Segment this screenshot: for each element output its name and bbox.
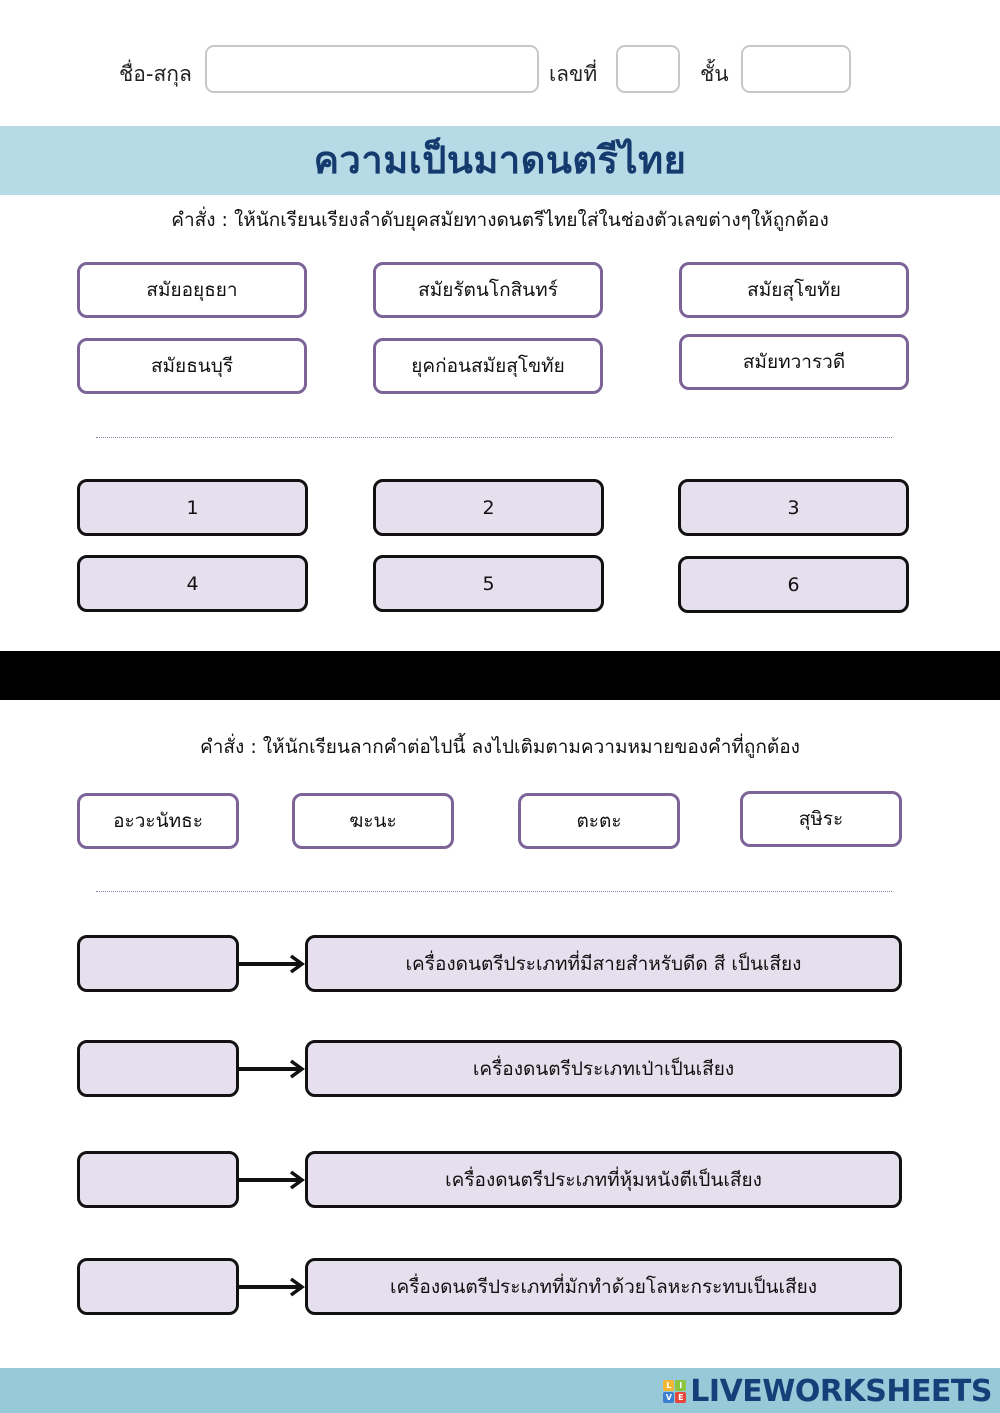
definition-box: เครื่องดนตรีประเภทที่หุ้มหนังตีเป็นเสียง <box>305 1151 902 1208</box>
order-drop-box[interactable]: 3 <box>678 479 909 536</box>
section2-divider <box>96 891 892 892</box>
title-band: ความเป็นมาดนตรีไทย <box>0 126 1000 195</box>
era-word-box[interactable]: สมัยรัตนโกสินทร์ <box>373 262 603 318</box>
logo-tile: L <box>663 1380 675 1391</box>
era-word-box[interactable]: สมัยอยุธยา <box>77 262 307 318</box>
class-input[interactable] <box>741 45 851 93</box>
answer-drop-box[interactable] <box>77 1040 239 1097</box>
definition-box: เครื่องดนตรีประเภทที่มักทำด้วยโลหะกระทบเ… <box>305 1258 902 1315</box>
logo-tile: E <box>675 1392 687 1403</box>
number-input[interactable] <box>616 45 680 93</box>
era-word-box[interactable]: ยุคก่อนสมัยสุโขทัย <box>373 338 603 394</box>
arrow-right-icon <box>239 1059 305 1079</box>
liveworksheets-logo: L I V E LIVEWORKSHEETS <box>663 1374 992 1409</box>
logo-tile: I <box>675 1380 687 1391</box>
section1-instruction: คำสั่ง : ให้นักเรียนเรียงลำดับยุคสมัยทาง… <box>171 209 829 231</box>
order-drop-box[interactable]: 6 <box>678 556 909 613</box>
arrow-right-icon <box>239 1170 305 1190</box>
answer-drop-box[interactable] <box>77 1151 239 1208</box>
instrument-word-box[interactable]: สุษิระ <box>740 791 902 847</box>
logo-tile: V <box>663 1392 675 1403</box>
arrow-right-icon <box>239 954 305 974</box>
number-label: เลขที่ <box>549 62 598 86</box>
footer-band: L I V E LIVEWORKSHEETS <box>0 1368 1000 1413</box>
section1-divider <box>96 437 892 438</box>
section2-instruction: คำสั่ง : ให้นักเรียนลากคำต่อไปนี้ ลงไปเต… <box>200 736 800 758</box>
instrument-word-box[interactable]: อะวะนัทธะ <box>77 793 239 849</box>
answer-drop-box[interactable] <box>77 1258 239 1315</box>
class-label: ชั้น <box>700 62 729 86</box>
order-drop-box[interactable]: 5 <box>373 555 604 612</box>
order-drop-box[interactable]: 1 <box>77 479 308 536</box>
instrument-word-box[interactable]: ตะตะ <box>518 793 680 849</box>
answer-drop-box[interactable] <box>77 935 239 992</box>
name-label: ชื่อ-สกุล <box>119 62 192 86</box>
instrument-word-box[interactable]: ฆะนะ <box>292 793 454 849</box>
page-title: ความเป็นมาดนตรีไทย <box>313 138 687 182</box>
order-drop-box[interactable]: 2 <box>373 479 604 536</box>
definition-box: เครื่องดนตรีประเภทที่มีสายสำหรับดีด สี เ… <box>305 935 902 992</box>
logo-text: LIVEWORKSHEETS <box>690 1374 992 1409</box>
era-word-box[interactable]: สมัยทวารวดี <box>679 334 909 390</box>
definition-box: เครื่องดนตรีประเภทเป่าเป็นเสียง <box>305 1040 902 1097</box>
logo-tiles-icon: L I V E <box>663 1380 687 1403</box>
name-input[interactable] <box>205 45 539 93</box>
era-word-box[interactable]: สมัยสุโขทัย <box>679 262 909 318</box>
section-separator <box>0 651 1000 700</box>
era-word-box[interactable]: สมัยธนบุรี <box>77 338 307 394</box>
arrow-right-icon <box>239 1277 305 1297</box>
order-drop-box[interactable]: 4 <box>77 555 308 612</box>
